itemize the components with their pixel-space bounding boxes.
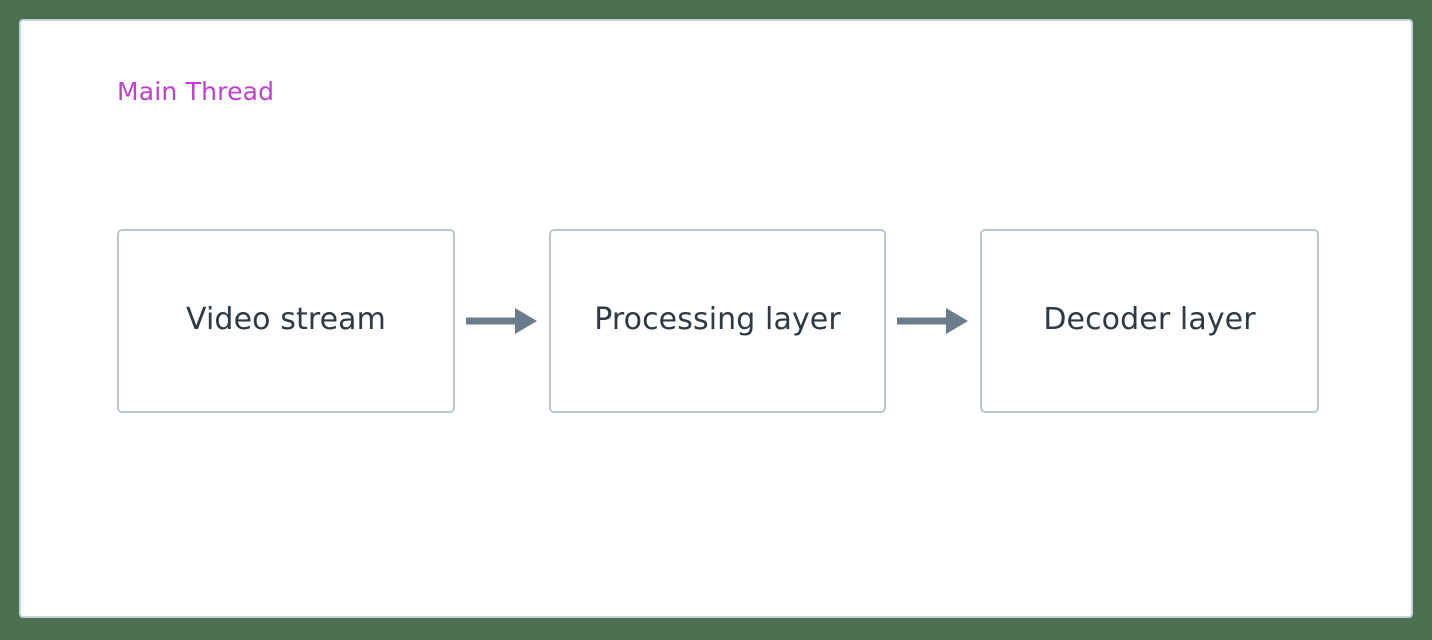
node-label: Video stream (186, 302, 386, 337)
arrow-right-icon (466, 308, 537, 334)
edge-video-stream-to-processing-layer (455, 229, 549, 413)
edge-processing-layer-to-decoder-layer (886, 229, 980, 413)
node-video-stream[interactable]: Video stream (117, 229, 455, 413)
node-label: Decoder layer (1043, 302, 1256, 337)
flow-row: Video stream Processing layer Decoder la… (117, 229, 1319, 413)
arrow-right-icon (897, 308, 968, 334)
node-processing-layer[interactable]: Processing layer (549, 229, 886, 413)
node-label: Processing layer (594, 302, 841, 337)
main-thread-panel: Main Thread Video stream Processing laye… (19, 19, 1413, 618)
panel-title-main-thread: Main Thread (117, 77, 275, 106)
node-decoder-layer[interactable]: Decoder layer (980, 229, 1319, 413)
